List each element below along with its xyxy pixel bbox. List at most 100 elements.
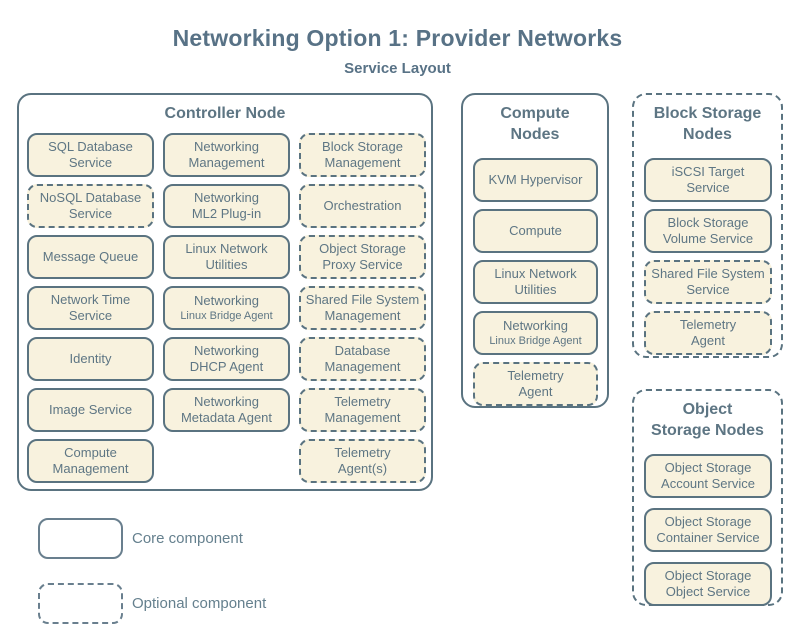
service-box: Networking DHCP Agent	[163, 337, 290, 381]
service-label: Object Storage	[664, 514, 752, 529]
service-sublabel: ML2 Plug-in	[191, 206, 262, 221]
service-label: Shared File System	[651, 266, 765, 281]
controller-node-panel: Controller Node SQL Database Service Net…	[17, 93, 433, 491]
service-box: Linux Network Utilities	[473, 260, 598, 304]
service-label: Compute	[64, 445, 117, 460]
service-box: Block Storage Volume Service	[644, 209, 772, 253]
service-label: Networking	[193, 190, 260, 205]
service-box: Compute	[473, 209, 598, 253]
title-block: Networking Option 1: Provider Networks S…	[0, 25, 795, 77]
service-label: Orchestration	[323, 198, 402, 213]
service-label: Telemetry	[334, 394, 391, 409]
service-sublabel: Management	[324, 155, 401, 170]
controller-node-header-line: Controller Node	[164, 105, 286, 122]
service-label: Linux Network	[494, 266, 577, 281]
service-sublabel: Service	[686, 180, 730, 195]
service-box: Image Service	[27, 388, 154, 432]
service-box: Telemetry Agent	[473, 362, 598, 406]
service-sublabel: Linux Bridge Agent	[180, 310, 273, 322]
service-box: Object Storage Object Service	[644, 562, 772, 606]
service-label: Image Service	[48, 402, 133, 417]
service-sublabel: Container Service	[656, 530, 760, 545]
page-title: Networking Option 1: Provider Networks	[172, 25, 623, 51]
service-box: NoSQL Database Service	[27, 184, 154, 228]
service-sublabel: Utilities	[514, 282, 557, 297]
service-label: KVM Hypervisor	[488, 172, 583, 187]
page-subtitle: Service Layout	[344, 60, 451, 77]
service-sublabel: Service	[68, 308, 113, 323]
service-sublabel: Object Service	[665, 584, 751, 599]
service-sublabel: Agent	[518, 384, 553, 399]
service-box: Compute Management	[27, 439, 154, 483]
optional-component-label: Optional component	[132, 595, 267, 612]
object-storage-nodes-panel: Object Storage Nodes Object Storage Acco…	[632, 389, 783, 606]
service-box: Networking Linux Bridge Agent	[473, 311, 598, 355]
service-sublabel: Management	[324, 410, 401, 425]
service-box: SQL Database Service	[27, 133, 154, 177]
service-label: Network Time	[50, 292, 131, 307]
service-sublabel: DHCP Agent	[189, 359, 264, 374]
service-label: Telemetry	[507, 368, 564, 383]
service-label: Block Storage	[667, 215, 749, 230]
service-box: Networking Linux Bridge Agent	[163, 286, 290, 330]
block-storage-nodes-header: Block Storage Nodes	[634, 95, 781, 145]
service-sublabel: Utilities	[205, 257, 248, 272]
service-label: Telemetry	[334, 445, 391, 460]
service-box: Telemetry Management	[299, 388, 426, 432]
service-label: Networking	[502, 318, 569, 333]
service-box: Telemetry Agent	[644, 311, 772, 355]
service-label: Telemetry	[679, 317, 737, 332]
compute-nodes-header-line2: Nodes	[510, 126, 560, 143]
service-label: NoSQL Database	[39, 190, 142, 205]
compute-nodes-panel: Compute Nodes KVM Hypervisor Compute Lin…	[461, 93, 609, 408]
service-sublabel: Management	[324, 308, 401, 323]
service-sublabel: Service	[68, 155, 113, 170]
service-label: Networking	[193, 139, 260, 154]
service-sublabel: Volume Service	[662, 231, 754, 246]
service-label: SQL Database	[48, 139, 133, 154]
service-label: Networking	[193, 293, 260, 308]
service-box: Orchestration	[299, 184, 426, 228]
optional-component-swatch	[38, 583, 123, 624]
compute-nodes-header-line1: Compute	[500, 105, 570, 122]
block-storage-header-line1: Block Storage	[653, 105, 762, 122]
object-storage-nodes-header: Object Storage Nodes	[634, 391, 781, 441]
service-box: Block Storage Management	[299, 133, 426, 177]
object-storage-header-line2: Storage Nodes	[651, 422, 764, 439]
service-label: Object Storage	[664, 568, 752, 583]
service-sublabel: Account Service	[661, 476, 755, 491]
service-label: Shared File System	[305, 292, 420, 307]
controller-service-grid: SQL Database Service Networking Manageme…	[19, 124, 431, 483]
service-sublabel: Agent	[691, 333, 725, 348]
service-sublabel: Service	[686, 282, 730, 297]
core-component-label: Core component	[132, 530, 243, 547]
service-box: Identity	[27, 337, 154, 381]
service-sublabel: Agent(s)	[337, 461, 388, 476]
service-box: KVM Hypervisor	[473, 158, 598, 202]
service-label: Message Queue	[42, 249, 139, 264]
block-storage-header-line2: Nodes	[683, 126, 732, 143]
service-box: iSCSI Target Service	[644, 158, 772, 202]
compute-service-stack: KVM Hypervisor Compute Linux Network Uti…	[463, 145, 607, 406]
controller-node-header: Controller Node	[19, 95, 431, 124]
service-sublabel: Proxy Service	[322, 257, 403, 272]
service-sublabel: Metadata Agent	[180, 410, 273, 425]
service-box: Message Queue	[27, 235, 154, 279]
service-box: Database Management	[299, 337, 426, 381]
service-box: Shared File System Management	[299, 286, 426, 330]
service-box: Networking Management	[163, 133, 290, 177]
compute-nodes-header: Compute Nodes	[463, 95, 607, 145]
block-storage-nodes-panel: Block Storage Nodes iSCSI Target Service…	[632, 93, 783, 358]
object-storage-header-line1: Object	[682, 401, 733, 418]
service-sublabel: Management	[188, 155, 265, 170]
service-box: Linux Network Utilities	[163, 235, 290, 279]
service-label: Block Storage	[322, 139, 403, 154]
service-sublabel: Management	[324, 359, 401, 374]
service-label: iSCSI Target	[671, 164, 745, 179]
service-label: Object Storage	[664, 460, 752, 475]
service-sublabel: Linux Bridge Agent	[489, 335, 582, 347]
service-box: Shared File System Service	[644, 260, 772, 304]
service-label: Compute	[509, 223, 562, 238]
service-box: Telemetry Agent(s)	[299, 439, 426, 483]
